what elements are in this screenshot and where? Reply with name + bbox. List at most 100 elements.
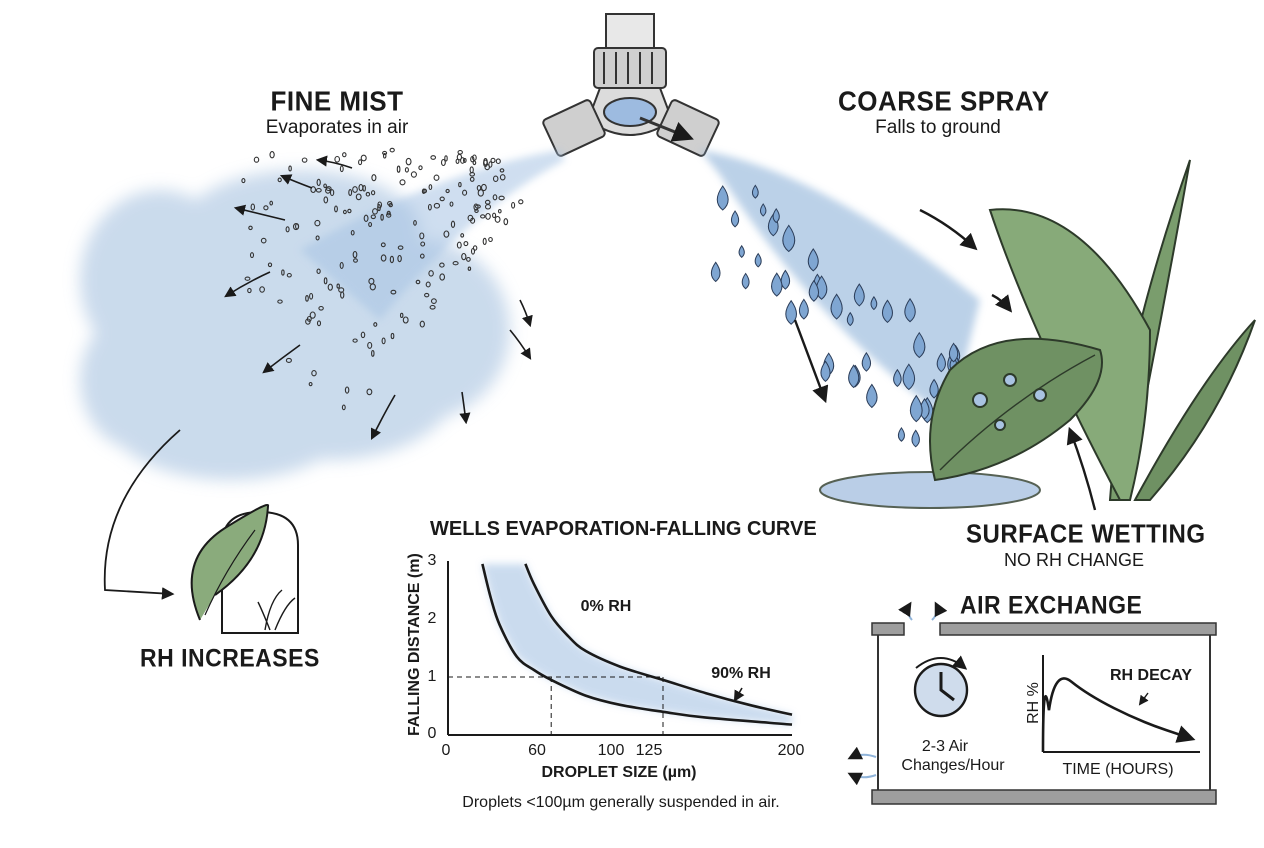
mist-droplet	[372, 208, 378, 215]
water-drop	[830, 293, 843, 320]
water-drop	[848, 364, 860, 389]
mist-droplet	[452, 261, 459, 266]
mist-droplet	[380, 242, 386, 248]
mist-droplet	[518, 199, 524, 205]
mist-droplet	[380, 254, 387, 262]
x-tick-125: 125	[635, 742, 663, 759]
mist-droplet	[267, 262, 273, 268]
mist-droplet	[318, 305, 324, 311]
mist-droplet	[462, 189, 468, 196]
water-drop	[846, 311, 854, 327]
water-drop	[893, 368, 902, 387]
mist-droplet	[353, 258, 358, 263]
mist-droplet	[425, 281, 431, 288]
mist-droplet	[419, 320, 425, 328]
water-drop	[780, 269, 791, 290]
mist-droplet	[365, 191, 371, 197]
mist-droplet	[428, 270, 434, 277]
mist-droplet	[334, 205, 338, 213]
water-drop	[730, 210, 740, 228]
mist-droplet	[469, 172, 476, 177]
wells-chart	[447, 561, 793, 736]
mist-droplet	[281, 269, 285, 276]
mist-droplet	[358, 159, 363, 166]
mist-droplet	[311, 370, 317, 377]
coarse-spray-subtitle: Falls to ground	[875, 117, 1001, 138]
mist-droplet	[463, 241, 469, 247]
mist-arrows	[224, 155, 533, 441]
mist-droplet	[314, 219, 321, 227]
mist-droplet	[462, 157, 467, 163]
mist-droplet	[495, 158, 501, 165]
mist-droplet	[285, 357, 292, 363]
water-drop	[738, 244, 745, 258]
mist-droplet	[430, 298, 437, 304]
chart-shade	[482, 563, 792, 725]
mist-droplet	[494, 215, 501, 223]
mist-droplet	[427, 203, 432, 211]
mist-droplet	[490, 157, 496, 164]
mist-droplet	[380, 213, 384, 221]
mist-droplet	[457, 149, 463, 155]
fine-mist-spray	[241, 147, 565, 411]
mist-droplet	[450, 220, 456, 228]
mist-droplet	[334, 155, 341, 163]
mist-droplet	[440, 158, 446, 167]
mist-droplet	[370, 214, 376, 220]
mist-droplet	[323, 277, 328, 285]
mist-droplet	[467, 266, 472, 271]
mist-droplet	[316, 268, 321, 275]
mist-droplet	[339, 165, 344, 173]
mist-droplet	[323, 196, 329, 204]
mist-droplet	[305, 318, 311, 325]
fine-mist-subtitle: Evaporates in air	[265, 117, 409, 138]
water-drop	[807, 248, 819, 272]
mist-droplet	[511, 201, 516, 209]
mist-droplet	[492, 194, 498, 201]
mist-droplet	[371, 349, 375, 357]
clock-cycle-icon	[913, 655, 969, 718]
chart-footnote: Droplets <100µm generally suspended in a…	[462, 794, 780, 811]
series-line-90rh	[524, 563, 793, 716]
mist-droplet	[358, 183, 364, 192]
air-rate-line2: Changes/Hour	[901, 757, 1005, 774]
mist-droplet	[439, 262, 445, 268]
mini-chart-ylabel: RH %	[1025, 682, 1042, 724]
mist-droplet	[288, 165, 292, 172]
mist-droplet	[263, 205, 269, 211]
mist-droplet	[355, 193, 362, 201]
mist-droplet	[420, 241, 426, 247]
mist-droplet	[399, 179, 406, 186]
mist-droplet	[363, 214, 369, 222]
series-label-90rh: 90% RH	[711, 665, 771, 682]
mist-droplet	[477, 189, 484, 197]
mist-droplet	[344, 386, 350, 394]
mist-droplet	[439, 196, 445, 202]
mist-droplet	[292, 223, 300, 231]
mist-droplet	[444, 155, 448, 162]
water-drop	[866, 383, 878, 409]
mist-droplet	[309, 292, 314, 300]
mist-droplet	[458, 181, 462, 188]
water-drop	[904, 297, 916, 323]
mist-droplet	[402, 316, 409, 324]
mist-droplet	[386, 210, 391, 216]
y-tick-1: 1	[427, 668, 437, 685]
y-tick-0: 0	[427, 725, 437, 742]
mist-droplet	[348, 188, 353, 197]
mist-droplet	[329, 189, 335, 197]
mist-droplet	[338, 287, 345, 293]
mist-droplet	[456, 241, 462, 249]
chart-ylabel: FALLING DISTANCE (m)	[406, 553, 423, 736]
mist-droplet	[430, 155, 437, 160]
mist-droplet	[373, 322, 378, 327]
water-drop	[936, 352, 946, 373]
mist-droplet	[325, 186, 332, 192]
water-drop	[798, 298, 809, 320]
mist-droplet	[419, 232, 425, 240]
mist-droplet	[404, 167, 409, 173]
mist-droplet	[485, 212, 491, 220]
series-line-0rh	[481, 563, 793, 726]
mist-droplet	[387, 201, 393, 206]
